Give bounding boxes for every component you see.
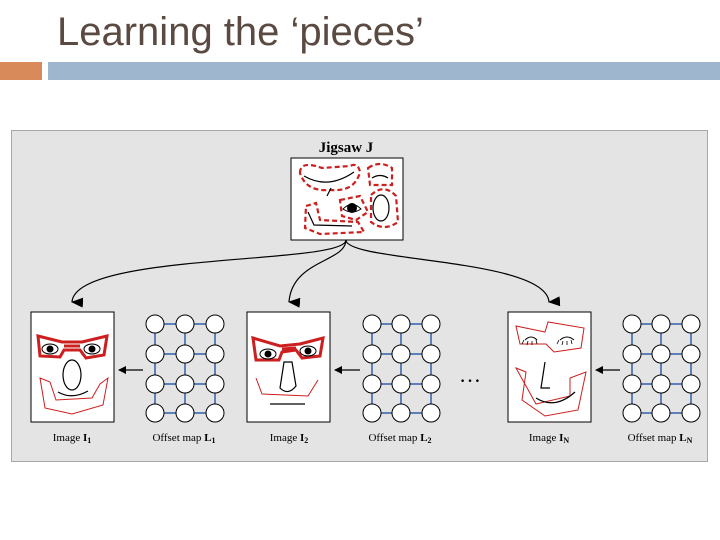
caption-image-in: Image IN [529,432,570,445]
caption-offset-map-ln: Offset map LN [628,432,693,445]
image-i2 [247,312,330,422]
jigsaw-image [291,158,403,240]
jigsaw-arrows [72,240,549,302]
image-in [508,312,591,422]
image-i1 [31,312,114,422]
offset-map-ln [623,315,700,422]
offset-map-l1 [146,315,224,422]
caption-image-i2: Image I2 [270,432,309,445]
caption-image-i1: Image I1 [53,432,92,445]
ellipsis: … [459,362,481,387]
offset-map-l2 [363,315,440,422]
caption-offset-map-l1: Offset map L1 [152,432,215,445]
jigsaw-label: Jigsaw J [319,140,374,156]
caption-offset-map-l2: Offset map L2 [368,432,431,445]
